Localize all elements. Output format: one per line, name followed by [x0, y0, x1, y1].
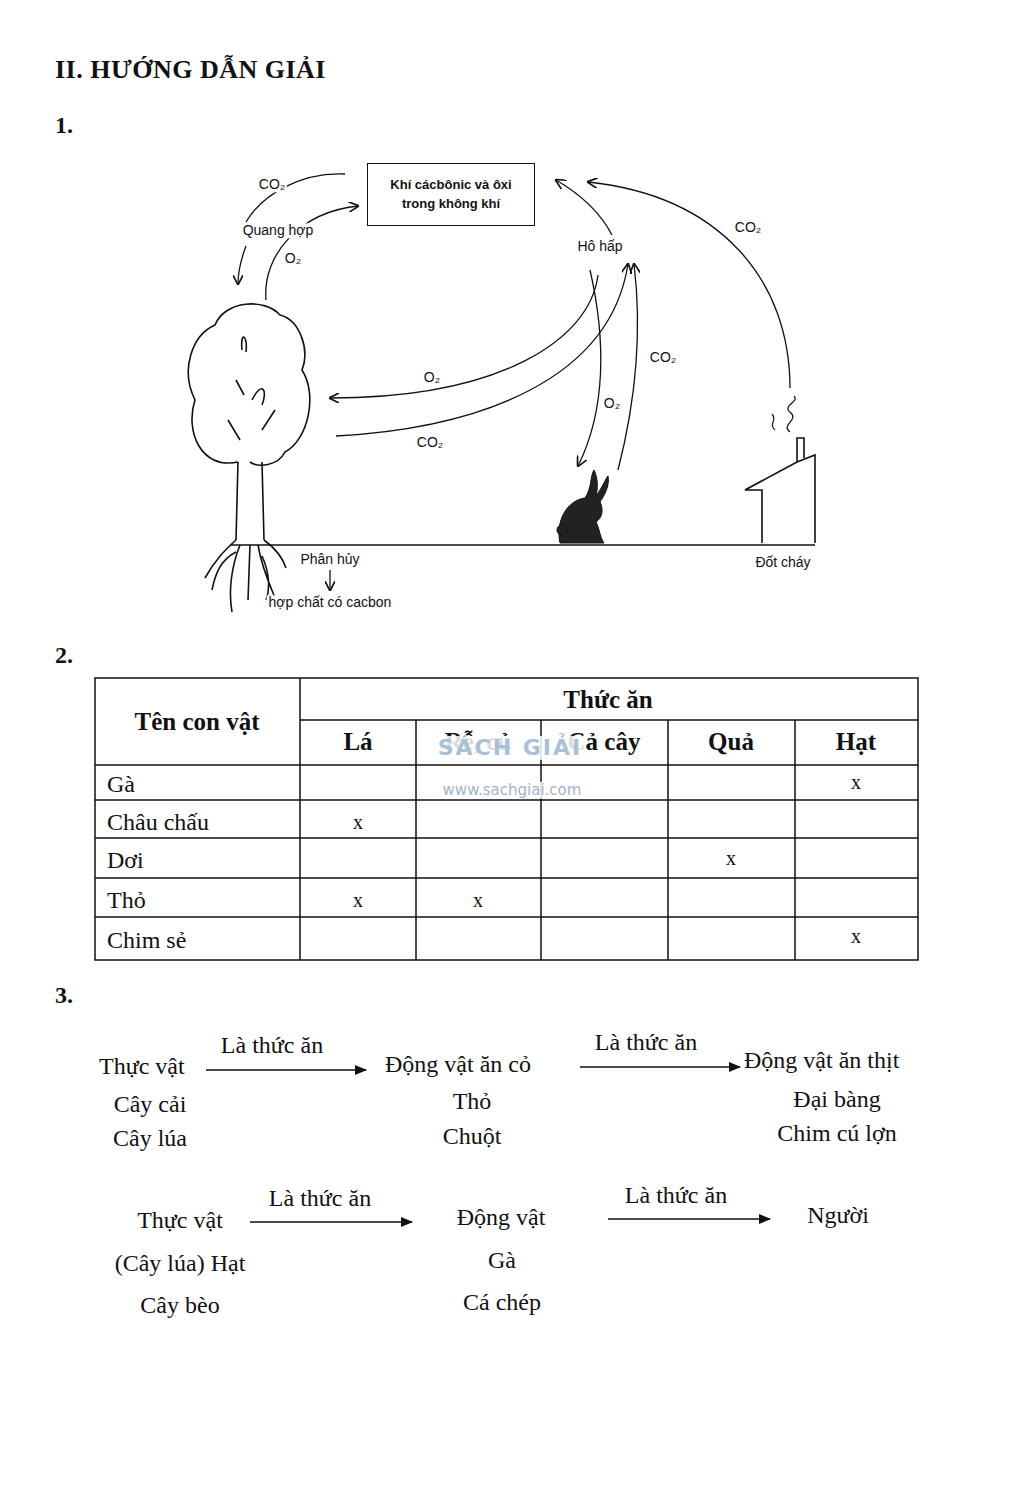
chain-example: Cá chép	[461, 1289, 543, 1315]
gas-label: O₂	[422, 370, 442, 385]
o2-arrow	[330, 275, 598, 398]
arrow-label: Là thức ăn	[267, 1185, 373, 1211]
co2-arrow	[588, 182, 790, 388]
gas-label: O₂	[283, 251, 303, 266]
process-label: Đốt cháy	[753, 555, 812, 570]
ground-line	[230, 544, 815, 546]
gas-label: CO₂	[257, 177, 287, 192]
table-mark: x	[473, 889, 483, 911]
tree	[188, 304, 309, 612]
chain-example: (Cây lúa) Hạt	[113, 1250, 248, 1276]
chain-example: Chuột	[441, 1123, 504, 1149]
box-text: Khí cácbônic và ôxi trong không khí	[376, 176, 526, 214]
process-label: Quang hợp	[241, 223, 316, 238]
chain-example: Cây bèo	[138, 1292, 221, 1318]
table-cell: Chim sẻ	[107, 927, 186, 953]
page-heading: II. HƯỚNG DẪN GIẢI	[55, 56, 326, 85]
co2-arrow	[238, 246, 246, 284]
table-cell: Châu chấu	[107, 809, 209, 835]
gas-label: CO₂	[648, 350, 678, 365]
table-cell: Thỏ	[107, 887, 146, 913]
gas-label: CO₂	[733, 220, 763, 235]
chain-example: Cây cải	[112, 1091, 189, 1117]
chain-term: Người	[805, 1202, 871, 1228]
house	[745, 396, 815, 543]
process-label: Hô hấp	[575, 239, 624, 254]
process-label: Phân hủy	[298, 552, 361, 567]
chain-term: Động vật ăn cỏ	[383, 1051, 533, 1077]
co2-arrow	[556, 180, 612, 235]
section-number: 2.	[55, 642, 73, 668]
table-mark: x	[851, 925, 861, 947]
table-header: Tên con vật	[135, 708, 260, 736]
watermark: www.sachgiai.com	[441, 782, 584, 799]
table-header: Hạt	[836, 728, 876, 756]
gas-label: CO₂	[415, 435, 445, 450]
table-mark: x	[851, 771, 861, 793]
co2-arrow	[618, 264, 637, 470]
section-number: 3.	[55, 982, 73, 1008]
arrow-label: Là thức ăn	[623, 1182, 729, 1208]
section-number: 1.	[55, 112, 73, 138]
chain-example: Thỏ	[451, 1088, 494, 1114]
chain-arrow	[250, 1221, 412, 1222]
table-header: Quả	[708, 728, 754, 756]
gas-label: O₂	[602, 396, 622, 411]
chain-example: Gà	[486, 1247, 518, 1273]
chain-example: Đại bàng	[791, 1086, 882, 1112]
o2-arrow	[578, 270, 601, 466]
co2-arrow	[246, 174, 345, 222]
chain-term: Động vật	[455, 1204, 548, 1230]
chain-term: Động vật ăn thịt	[742, 1047, 901, 1073]
chain-arrow	[580, 1066, 740, 1067]
table-cell: Gà	[107, 771, 135, 797]
table-mark: x	[353, 811, 363, 833]
table-header: Thức ăn	[563, 686, 652, 714]
arrow-label: Là thức ăn	[593, 1029, 699, 1055]
chain-arrow	[608, 1218, 770, 1219]
chain-term: Thực vật	[97, 1053, 187, 1079]
o2-arrow	[266, 206, 358, 300]
table-mark: x	[353, 889, 363, 911]
table-grid	[95, 678, 918, 960]
table-header: Lá	[343, 728, 372, 756]
decompose-arrow	[329, 570, 330, 590]
air-box: Khí cácbônic và ôxi trong không khí	[367, 163, 535, 226]
table-mark: x	[726, 847, 736, 869]
arrow-label: Là thức ăn	[219, 1032, 325, 1058]
note-label: hợp chất có cacbon	[267, 595, 394, 610]
chain-arrow	[206, 1069, 366, 1070]
chain-example: Chim cú lợn	[775, 1120, 898, 1146]
watermark: SÁCH GIẢI	[435, 736, 586, 760]
chain-term: Thực vật	[135, 1207, 225, 1233]
chain-example: Cây lúa	[111, 1125, 189, 1151]
table-cell: Dơi	[107, 847, 144, 873]
co2-arrow	[336, 264, 628, 436]
rabbit	[557, 470, 608, 543]
